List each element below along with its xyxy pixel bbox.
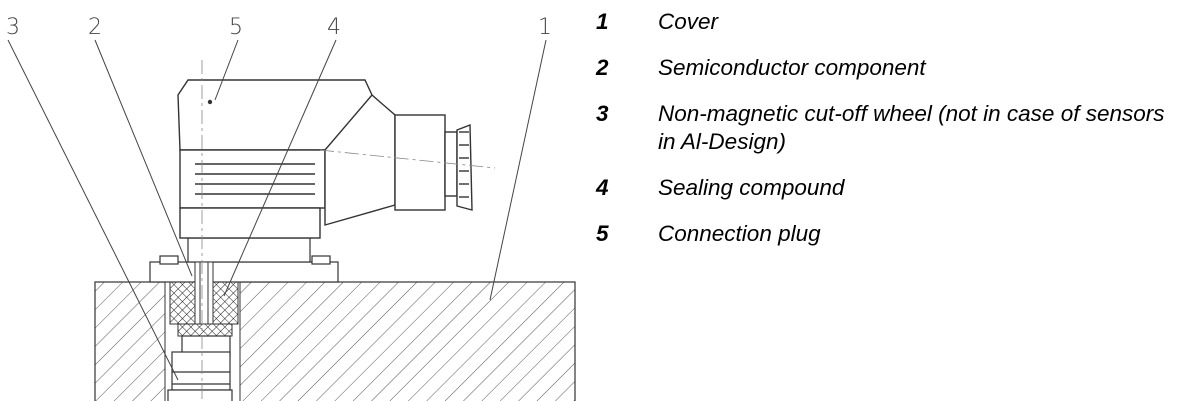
legend-text: Sealing compound [658,175,845,200]
flange [149,237,339,283]
legend-number: 2 [596,55,609,80]
cover-block [94,278,576,401]
callout-2: 2 [88,15,102,40]
legend-item-sealing-compound: 4 Sealing compound [596,174,1171,202]
leader-lines [7,39,547,381]
parts-legend: 1 Cover 2 Semiconductor component 3 Non-… [596,8,1171,266]
callout-1: 1 [538,15,552,40]
legend-text: Semiconductor component [658,55,926,80]
legend-text: Non-magnetic cut-off wheel (not in case … [658,101,1165,154]
legend-number: 4 [596,175,609,200]
legend-item-semiconductor: 2 Semiconductor component [596,54,1171,82]
legend-number: 3 [596,101,609,126]
legend-text: Connection plug [658,221,821,246]
semiconductor-component [167,335,233,401]
legend-item-connection-plug: 5 Connection plug [596,220,1171,248]
legend-number: 5 [596,221,609,246]
legend-text: Cover [658,9,719,34]
sensor-cross-section-drawing: 3 2 5 4 1 [0,0,580,401]
callout-5: 5 [229,15,243,40]
legend-number: 1 [596,9,609,34]
centre-lines [201,60,496,401]
callout-3: 3 [6,15,20,40]
callout-4: 4 [327,15,341,40]
connection-plug [177,79,473,239]
legend-item-cover: 1 Cover [596,8,1171,36]
legend-item-cut-off-wheel: 3 Non-magnetic cut-off wheel (not in cas… [596,100,1171,156]
